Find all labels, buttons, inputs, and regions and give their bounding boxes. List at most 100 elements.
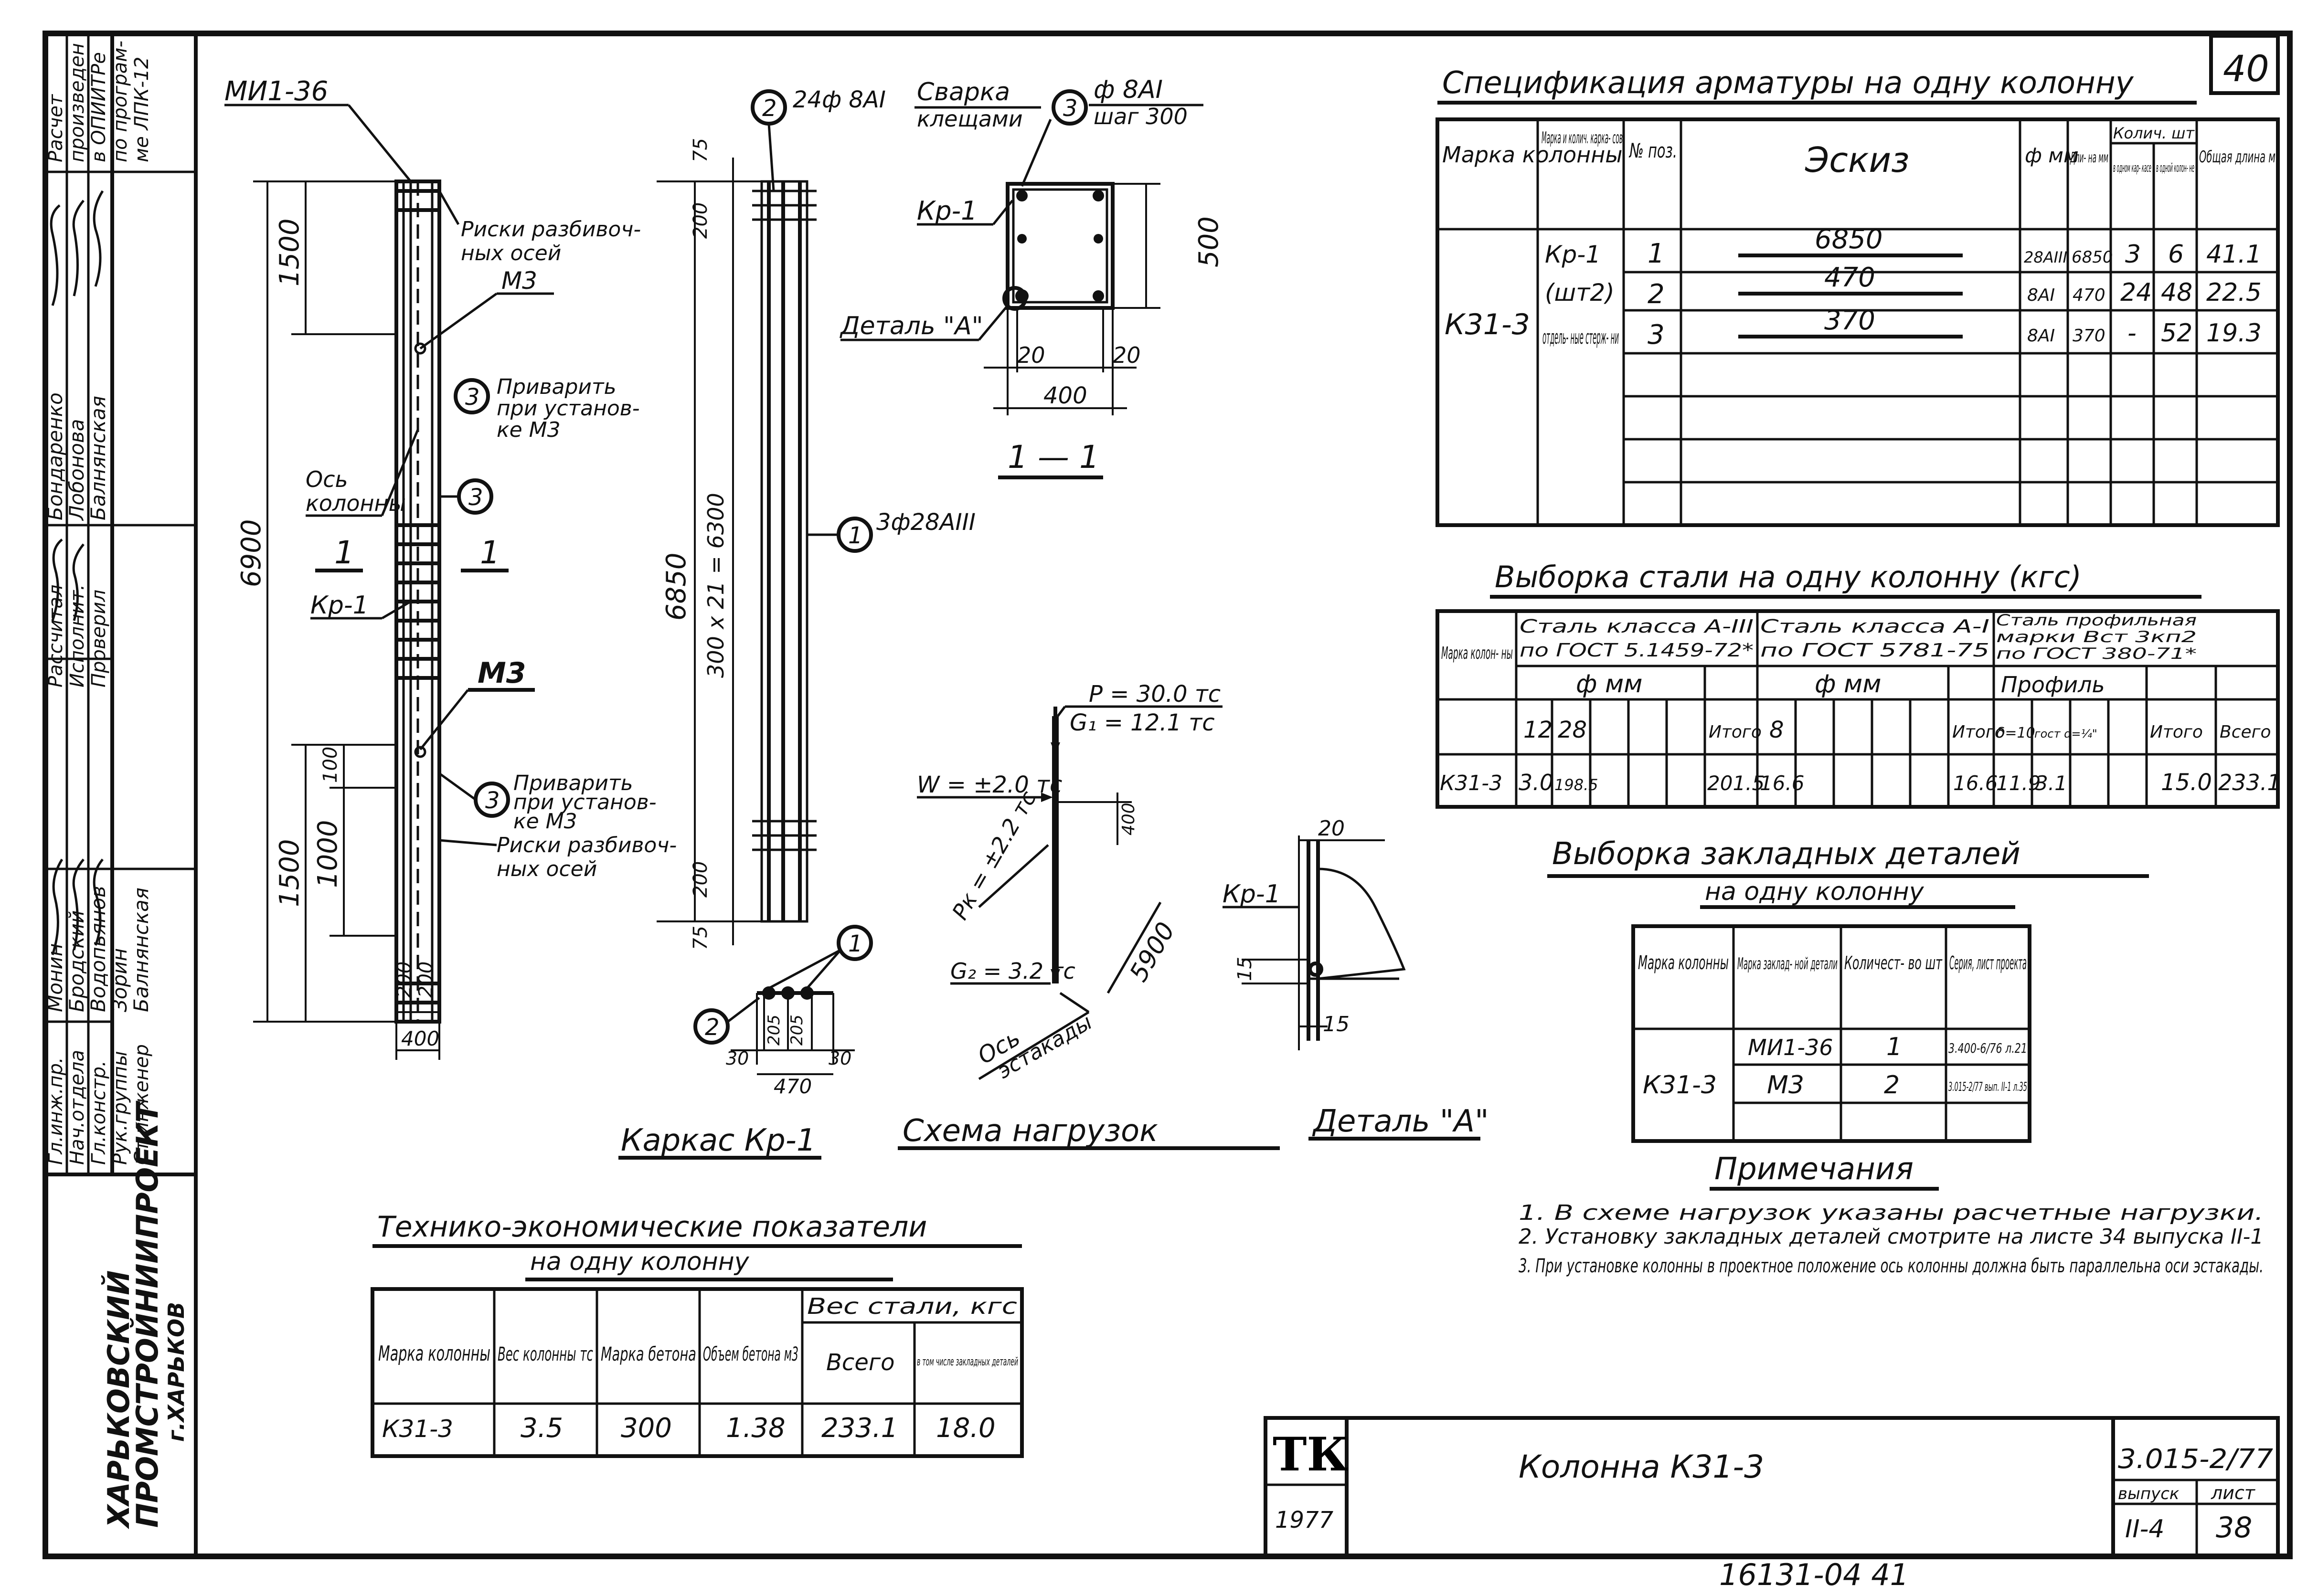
- dim-200-top: 200: [690, 202, 712, 239]
- circle-2-top-label: 2: [762, 95, 777, 122]
- calc-note-3: по програм-: [109, 41, 131, 162]
- pos3-label-1: ф 8AI: [1094, 75, 1163, 104]
- role-4: Ст.инженер: [131, 1044, 153, 1165]
- spec-r0-sketch: 6850: [1815, 224, 1883, 255]
- frame-dim-3: 30: [829, 1048, 851, 1069]
- steel-h-p1: δ=10: [1996, 725, 2035, 741]
- spec-h-ncol: в одной колон- не: [2156, 161, 2194, 175]
- signature: [72, 858, 85, 951]
- steel-h-itogo2: Итого: [1952, 722, 2005, 742]
- spec-r1-total: 22.5: [2206, 278, 2262, 307]
- notes: Примечания 1. В схеме нагрузок указаны р…: [1519, 1152, 2264, 1277]
- spec-r2-dia: 8АI: [2027, 326, 2055, 346]
- name2-2: Балнянская: [86, 396, 110, 520]
- org-name-line1: ХАРЬКОВСКИЙ: [101, 1270, 136, 1530]
- tech-r-4: 233.1: [821, 1413, 898, 1444]
- dim-200a: 200: [393, 962, 415, 998]
- section-1a: 1: [334, 534, 354, 571]
- stamp-series: 3.015-2/77: [2118, 1444, 2273, 1475]
- title-stamp: ТК 1977 Колонна К31-3 3.015-2/77 выпуск …: [1264, 1416, 2280, 1558]
- signature: [72, 200, 85, 296]
- frame-title: Каркас Кр-1: [621, 1123, 816, 1158]
- steel-r-p2: 3.1: [2035, 772, 2067, 795]
- org-name-line2: ПРОМСТРОЙНИИПРОЕКТ: [130, 1100, 165, 1528]
- spec-r2-pos: 3: [1648, 319, 1665, 350]
- note-1: 1. В схеме нагрузок указаны расчетные на…: [1519, 1201, 2264, 1225]
- steel-group1-a: Сталь класса А-III: [1520, 616, 1754, 637]
- stamp-title: Колонна К31-3: [1519, 1448, 1764, 1485]
- tech-r-5: 18.0: [936, 1413, 996, 1444]
- circle-2-frame-label: 2: [705, 1014, 720, 1041]
- tech-title: Технико-экономические показатели: [377, 1210, 927, 1244]
- note-weld-bottom-2: при установ-: [513, 790, 657, 814]
- spec-r0-dia: 28АIII: [2024, 248, 2067, 266]
- dim-1000: 1000: [312, 820, 343, 888]
- steel-r-12: 3.0: [1519, 770, 1553, 795]
- role-1: Нач.отдела: [66, 1050, 88, 1165]
- steel-group3-a: Сталь профильная: [1996, 611, 2197, 629]
- dim-400: 400: [401, 1027, 439, 1050]
- signature: [51, 539, 63, 621]
- load-G2: G₂ = 3.2 тс: [950, 958, 1075, 984]
- spec-table: 40 Спецификация арматуры на одну колонну…: [1435, 34, 2280, 527]
- spec-r1-len: 470: [2073, 285, 2105, 305]
- steel-mark-header: Марка колон- ны: [1441, 644, 1513, 663]
- dim-100: 100: [319, 747, 341, 783]
- axis-label-2: колонны: [306, 490, 406, 516]
- note-risks-bottom-2: ных осей: [497, 857, 597, 881]
- section-title: 1 — 1: [1008, 439, 1099, 476]
- emb-r1-mark: М3: [1767, 1071, 1804, 1099]
- detail-a: 20 Кр-1 15 15 Деталь "А": [1223, 816, 1489, 1141]
- org-name-line3: г.ХАРЬКОВ: [163, 1302, 189, 1442]
- role-0: Гл.инж.пр.: [45, 1057, 67, 1165]
- stamp-issue: II-4: [2125, 1515, 2165, 1543]
- section-1b: 1: [480, 534, 500, 571]
- spec-table-title: Спецификация арматуры на одну колонну: [1442, 65, 2134, 101]
- spec-r0-nframe: 3: [2125, 240, 2141, 269]
- name2-1: Лобонова: [65, 419, 88, 521]
- signature: [93, 190, 104, 287]
- circle-3-top: [454, 378, 490, 414]
- sheet-number: 40: [2223, 47, 2269, 90]
- note-weld-top-2: при установ-: [497, 396, 640, 421]
- note-weld-top-1: Приварить: [497, 375, 617, 399]
- spec-h-group: Колич. шт: [2113, 124, 2195, 142]
- note-3: 3. При установке колонны в проектное пол…: [1519, 1255, 2264, 1277]
- dim-300x21: 300 x 21 = 6300: [703, 493, 729, 678]
- tech-r-1: 3.5: [521, 1413, 563, 1444]
- tech-h-3: Объем бетона м3: [703, 1343, 798, 1365]
- spec-h-dia: ф мм: [2025, 144, 2079, 167]
- load-Pk: Pк = ±2.2 тс: [947, 786, 1042, 924]
- note-risks-top-2: ных осей: [461, 241, 561, 265]
- steel-phi-1: ф мм: [1576, 670, 1642, 698]
- dim-6900: 6900: [236, 519, 267, 587]
- emb-r1-ref: 3.015-2/77 вып. II-1 л.35: [1948, 1080, 2027, 1094]
- stamp-logo: ТК: [1273, 1427, 1349, 1481]
- emb-h-0: Марка колонны: [1638, 952, 1729, 974]
- circle-3-mid-label: 3: [468, 484, 483, 511]
- tech-r-0: К31-3: [382, 1415, 453, 1443]
- spec-h-total: Общая длина м: [2199, 148, 2275, 167]
- weld-label-2: клещами: [917, 106, 1023, 132]
- detail-a-label: Деталь "А": [840, 312, 983, 340]
- tech-h-1: Вес колонны тс: [498, 1343, 593, 1365]
- embedded-title: Выборка закладных деталей: [1552, 836, 2020, 872]
- emb-r0-qty: 1: [1886, 1033, 1902, 1061]
- embedded-subtitle: на одну колонну: [1705, 877, 1925, 906]
- signature: [72, 543, 85, 621]
- note-2: 2. Установку закладных деталей смотрите …: [1519, 1225, 2264, 1249]
- dim-1500-bottom: 1500: [274, 839, 305, 907]
- emb-h-1: Марка заклад- ной детали: [1737, 954, 1838, 973]
- dim-20a: 20: [1017, 342, 1045, 368]
- dim-20b: 20: [1113, 342, 1141, 368]
- steel-profile: Профиль: [2001, 672, 2105, 698]
- emb-r0-ref: 3.400-6/76 л.21: [1948, 1040, 2027, 1056]
- spec-frame-mark-1: (шт2): [1545, 279, 1615, 307]
- load-scheme: P = 30.0 тс G₁ = 12.1 тс W = ±2.0 тс Pк …: [898, 681, 1280, 1150]
- circle-1-frame-label: 1: [848, 930, 863, 957]
- emb-r0-mark: МИ1-36: [1748, 1035, 1833, 1060]
- axis-label-1: Ось: [306, 466, 348, 492]
- steel-r-p1: 11.9: [1996, 772, 2041, 795]
- steel-r-28: 198.5: [1554, 776, 1598, 794]
- load-P: P = 30.0 тс: [1089, 681, 1221, 708]
